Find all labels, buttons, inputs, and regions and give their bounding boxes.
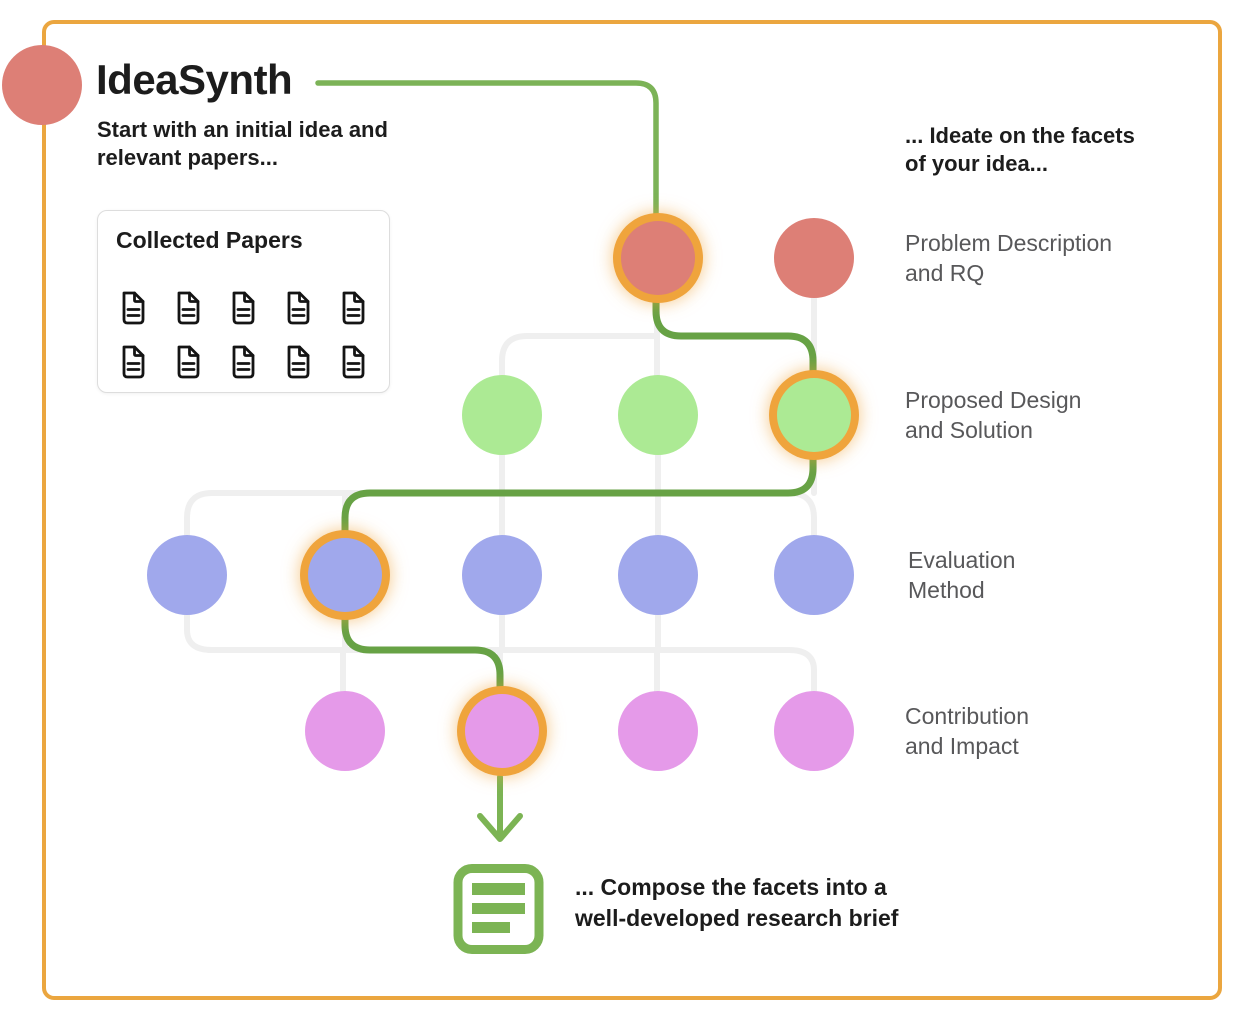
file-text-icon <box>177 345 200 379</box>
facet-node-design-col4 <box>618 375 698 455</box>
facet-label-evaluation: Evaluation Method <box>908 547 1016 603</box>
file-text-icon <box>342 291 365 325</box>
logo-circle <box>2 45 82 125</box>
facet-label-problem: Problem Description and RQ <box>905 230 1113 286</box>
facet-node-evaluation-col2 <box>308 538 382 612</box>
compose-text: ... Compose the facets into a well-devel… <box>575 874 899 931</box>
ideate-text: ... Ideate on the facets of your idea... <box>905 123 1135 176</box>
file-text-icon <box>342 345 365 379</box>
collected-papers-title: Collected Papers <box>116 227 303 253</box>
facet-node-evaluation-col4 <box>618 535 698 615</box>
file-text-icon <box>232 345 255 379</box>
file-text-icon <box>122 345 145 379</box>
facet-node-contribution-col4 <box>618 691 698 771</box>
collected-papers-grid <box>119 291 365 379</box>
facet-label-design: Proposed Design and Solution <box>905 387 1082 443</box>
facet-node-contribution-col2 <box>305 691 385 771</box>
file-text-icon <box>287 291 310 325</box>
arrow-down-icon <box>477 774 523 842</box>
facet-node-contribution-col3 <box>465 694 539 768</box>
file-text-icon <box>122 291 145 325</box>
facet-node-evaluation-col3 <box>462 535 542 615</box>
figure-frame <box>42 20 1222 1000</box>
facet-node-contribution-col5 <box>774 691 854 771</box>
facet-node-design-col3 <box>462 375 542 455</box>
facet-node-evaluation-col1 <box>147 535 227 615</box>
file-text-icon <box>177 291 200 325</box>
facet-node-problem-col4 <box>621 221 695 295</box>
file-text-icon <box>287 345 310 379</box>
app-title: IdeaSynth <box>96 56 293 103</box>
collected-papers-card: Collected Papers <box>97 210 390 393</box>
document-brief-icon <box>453 864 544 954</box>
facet-node-problem-col5 <box>774 218 854 298</box>
file-text-icon <box>232 291 255 325</box>
intro-text: Start with an initial idea and relevant … <box>97 117 388 170</box>
facet-label-contribution: Contribution and Impact <box>905 703 1030 759</box>
facet-node-evaluation-col5 <box>774 535 854 615</box>
selected-path <box>315 80 817 735</box>
facet-node-design-col5 <box>777 378 851 452</box>
